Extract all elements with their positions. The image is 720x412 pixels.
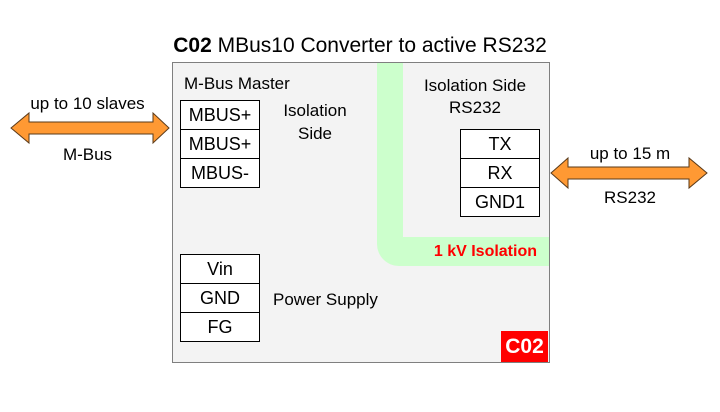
terminal-rx: RX [460, 158, 540, 188]
isolation-label: 1 kV Isolation [433, 243, 537, 260]
terminal-gnd1: GND1 [460, 187, 540, 217]
power-terminal-block: Vin GND FG [180, 254, 260, 342]
mbus-arrow-shape [10, 111, 170, 145]
mbus-master-label: M-Bus Master [184, 74, 290, 93]
mbus-side-label-line1: Isolation [283, 101, 347, 120]
mbus-link-bottom-label: M-Bus [62, 145, 113, 164]
mbus-terminal-block: MBUS+ MBUS+ MBUS- [180, 100, 260, 188]
terminal-mbus-minus: MBUS- [180, 158, 260, 188]
rs232-link-bottom-label: RS232 [604, 188, 656, 207]
diagram-title: C02 MBus10 Converter to active RS232 [0, 34, 720, 58]
terminal-fg: FG [180, 312, 260, 342]
power-supply-label: Power Supply [273, 290, 378, 309]
terminal-vin: Vin [180, 254, 260, 284]
title-text: MBus10 Converter to active RS232 [217, 34, 547, 57]
mbus-side-label-line2: Side [297, 124, 333, 143]
rs232-side-label-line1: Isolation Side [423, 76, 527, 95]
terminal-gnd: GND [180, 283, 260, 313]
terminal-mbus-plus-1: MBUS+ [180, 100, 260, 130]
rs232-side-label-line2: RS232 [449, 98, 501, 117]
model-badge: C02 [501, 331, 548, 362]
terminal-mbus-plus-2: MBUS+ [180, 129, 260, 159]
rs232-arrow-shape [550, 156, 708, 190]
mbus-link-top-label: up to 10 slaves [30, 94, 145, 113]
rs232-link-top-label: up to 15 m [589, 144, 671, 163]
rs232-isolation-side-label: Isolation Side RS232 [405, 76, 545, 118]
rs232-terminal-block: TX RX GND1 [460, 129, 540, 217]
title-prefix: C02 [173, 34, 212, 57]
mbus-isolation-side-label: Isolation Side [270, 101, 360, 144]
